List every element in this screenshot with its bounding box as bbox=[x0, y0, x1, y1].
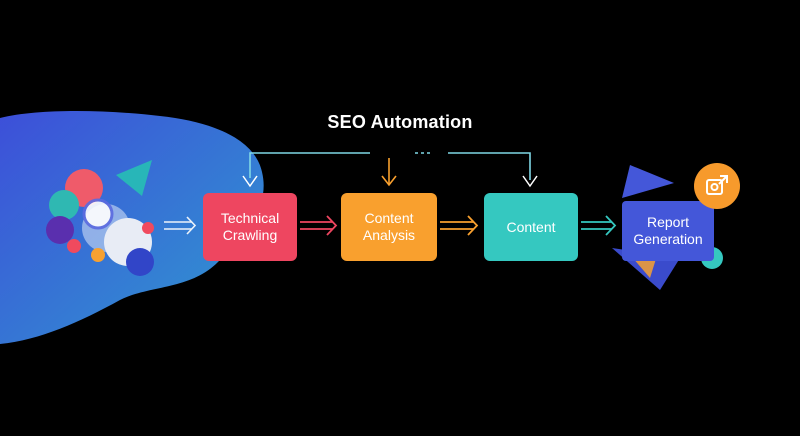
step-technical-crawling: Technical Crawling bbox=[203, 193, 297, 261]
arrow-analysis-to-content bbox=[440, 215, 479, 236]
step-label: Report Generation bbox=[633, 214, 703, 247]
step-label: Content Analysis bbox=[362, 210, 416, 243]
arrow-down-content bbox=[522, 175, 538, 188]
step-content-analysis: Content Analysis bbox=[341, 193, 437, 261]
arrow-blob-to-technical bbox=[164, 216, 197, 235]
arrow-content-to-report bbox=[581, 215, 617, 236]
feedback-connectors bbox=[249, 152, 531, 180]
report-triangle-shape bbox=[622, 165, 674, 198]
step-report-generation: Report Generation bbox=[622, 201, 714, 261]
step-label: Technical Crawling bbox=[220, 210, 280, 243]
step-content: Content bbox=[484, 193, 578, 261]
abstract-shapes-icon bbox=[46, 160, 154, 276]
share-glyph-icon bbox=[706, 175, 728, 195]
arrow-down-analysis bbox=[381, 158, 397, 187]
step-label: Content bbox=[506, 218, 556, 235]
arrow-technical-to-analysis bbox=[300, 215, 338, 236]
share-report-icon bbox=[694, 163, 740, 209]
arrow-down-technical bbox=[242, 175, 258, 188]
diagram-title: SEO Automation bbox=[327, 112, 473, 132]
